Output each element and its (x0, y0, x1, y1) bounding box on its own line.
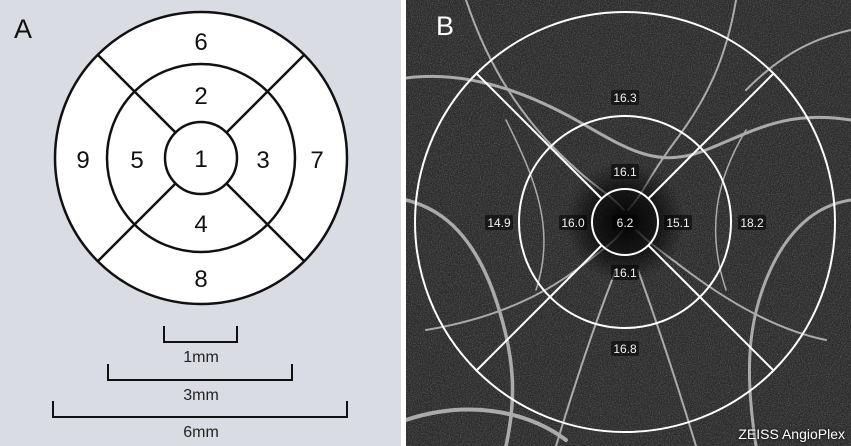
panel-a-label: A (14, 14, 33, 44)
panel-b-angiography: 6.2 16.1 15.1 16.1 16.0 16.3 18.2 16.8 1… (406, 0, 851, 446)
segment-9-label: 9 (76, 147, 89, 174)
value-inner-temporal: 16.0 (561, 216, 585, 230)
value-inner-inferior: 16.1 (613, 266, 637, 280)
segment-1-label: 1 (194, 146, 207, 173)
etdrs-grid-diagram: 1 2 3 4 5 6 7 8 9 1mm 3mm 6mm (52, 10, 349, 441)
segment-7-label: 7 (310, 147, 323, 174)
panel-b-label: B (436, 11, 455, 41)
angiography-image: 6.2 16.1 15.1 16.1 16.0 16.3 18.2 16.8 1… (406, 0, 851, 446)
zeiss-watermark: ZEISS AngioPlex (738, 426, 845, 442)
middle-ring-circle (105, 62, 297, 254)
inner-sector-lines (133, 90, 269, 226)
value-outer-temporal: 14.9 (487, 216, 511, 230)
value-inner-superior: 16.1 (613, 165, 637, 179)
value-center: 6.2 (617, 216, 634, 230)
scale-bars (52, 326, 348, 418)
value-inner-nasal: 15.1 (666, 216, 690, 230)
segment-8-label: 8 (194, 266, 207, 293)
segment-5-label: 5 (130, 147, 143, 174)
grid-overlay (414, 11, 836, 433)
segment-3-label: 3 (256, 147, 269, 174)
segment-6-label: 6 (194, 29, 207, 56)
value-outer-superior: 16.3 (613, 91, 637, 105)
scale-label-1mm: 1mm (183, 349, 219, 366)
segment-2-label: 2 (194, 83, 207, 110)
scale-label-3mm: 3mm (183, 387, 219, 404)
panel-a-grid-schematic: A 1 2 3 4 5 6 7 8 9 (0, 0, 401, 446)
outer-sector-lines (97, 54, 305, 262)
center-circle (163, 120, 239, 196)
segment-4-label: 4 (194, 211, 207, 238)
density-values: 6.2 16.1 15.1 16.1 16.0 16.3 18.2 16.8 1… (485, 90, 766, 356)
value-outer-inferior: 16.8 (613, 342, 637, 356)
scale-label-6mm: 6mm (183, 424, 219, 441)
value-outer-nasal: 18.2 (740, 216, 764, 230)
